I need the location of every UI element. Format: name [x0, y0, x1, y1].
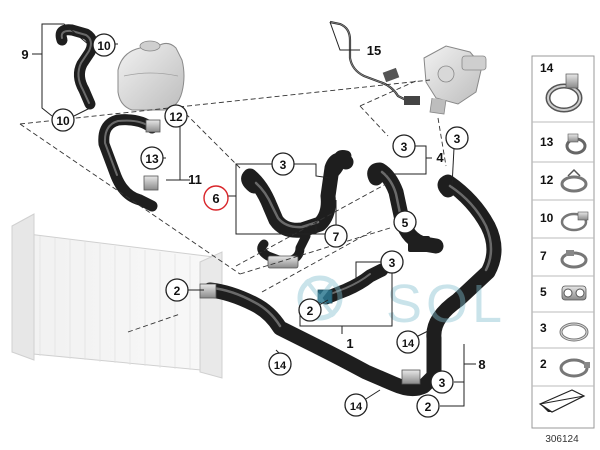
hose-5 — [367, 162, 444, 254]
svg-text:1: 1 — [346, 336, 353, 351]
callout-12[interactable]: 12 — [164, 104, 188, 128]
svg-text:3: 3 — [439, 376, 446, 390]
svg-text:12: 12 — [169, 110, 183, 124]
callout-2-radiator[interactable]: 2 — [165, 278, 189, 302]
svg-text:14: 14 — [540, 61, 554, 75]
svg-text:10: 10 — [56, 114, 70, 128]
svg-text:7: 7 — [333, 230, 340, 244]
panel-item-10[interactable]: 10 — [540, 211, 589, 232]
callout-6-highlight-ring — [203, 185, 229, 211]
callout-3-lower[interactable]: 3 — [430, 370, 454, 394]
band-clamp-small-icon — [559, 358, 590, 378]
hose-lower-main — [199, 282, 440, 397]
hose-6 — [241, 150, 354, 269]
hose-1 — [317, 263, 389, 305]
spring-clamp-icon — [565, 133, 587, 155]
callout-3-thermostat[interactable]: 3 — [445, 126, 469, 150]
svg-text:2: 2 — [307, 304, 314, 318]
wire-clamp-icon — [560, 211, 589, 232]
svg-text:4: 4 — [436, 150, 444, 165]
callout-11[interactable]: 11 — [188, 172, 202, 187]
panel-item-14[interactable]: 14 — [540, 61, 583, 113]
svg-text:2: 2 — [174, 284, 181, 298]
hose-main-right — [426, 174, 502, 388]
svg-text:3: 3 — [540, 321, 547, 335]
parts-panel: 14 13 12 10 — [531, 55, 595, 429]
svg-text:14: 14 — [350, 401, 363, 413]
callout-13[interactable]: 13 — [140, 146, 164, 170]
svg-text:14: 14 — [402, 338, 415, 350]
snap-clamp-icon — [560, 250, 588, 269]
svg-text:14: 14 — [274, 360, 287, 372]
watermark: SOL — [297, 274, 506, 334]
panel-item-13[interactable]: 13 — [540, 133, 587, 155]
callout-5[interactable]: 5 — [393, 210, 417, 234]
svg-text:8: 8 — [478, 357, 485, 372]
svg-text:2: 2 — [540, 357, 547, 371]
callout-8[interactable]: 8 — [478, 357, 485, 372]
callout-3-hose1[interactable]: 3 — [380, 250, 404, 274]
svg-text:3: 3 — [280, 158, 287, 172]
svg-text:13: 13 — [540, 135, 554, 149]
callout-9[interactable]: 9 — [21, 47, 28, 62]
svg-text:6: 6 — [212, 191, 219, 206]
panel-item-3[interactable]: 3 — [540, 321, 589, 342]
svg-text:10: 10 — [540, 211, 554, 225]
sensor-wire — [329, 20, 420, 105]
double-clip-icon — [561, 285, 587, 301]
dashed-outlines — [19, 79, 447, 333]
hose-clamp-large-icon — [545, 73, 583, 113]
diagram-id: 306124 — [545, 434, 579, 445]
callout-1[interactable]: 1 — [346, 336, 353, 351]
callout-6[interactable]: 6 — [203, 185, 229, 211]
callout-3-hose6[interactable]: 3 — [271, 152, 295, 176]
callout-10-bottom[interactable]: 10 — [51, 108, 75, 132]
panel-item-12[interactable]: 12 — [540, 168, 588, 193]
watermark-text: SOL — [386, 274, 506, 334]
callout-2-hose1[interactable]: 2 — [298, 298, 322, 322]
svg-text:10: 10 — [97, 39, 111, 53]
callout-14-right[interactable]: 14 — [396, 330, 420, 354]
svg-text:5: 5 — [540, 285, 547, 299]
svg-text:3: 3 — [401, 140, 408, 154]
callout-10-top[interactable]: 10 — [92, 33, 116, 57]
callout-7[interactable]: 7 — [324, 224, 348, 248]
svg-text:7: 7 — [540, 249, 547, 263]
band-clamp-icon — [559, 322, 589, 342]
svg-text:15: 15 — [367, 43, 381, 58]
callout-4[interactable]: 4 — [436, 150, 444, 165]
expansion-tank — [117, 40, 185, 111]
panel-item-2[interactable]: 2 — [540, 357, 590, 378]
callouts: 9 10 10 12 13 11 15 6 3 — [21, 33, 486, 418]
callout-14-left[interactable]: 14 — [268, 352, 292, 376]
svg-text:3: 3 — [454, 132, 461, 146]
svg-text:13: 13 — [145, 152, 159, 166]
ear-clamp-icon — [560, 168, 588, 193]
hose-bleed-line — [98, 114, 161, 212]
callout-3-hose5[interactable]: 3 — [392, 134, 416, 158]
panel-item-7[interactable]: 7 — [540, 249, 588, 269]
svg-text:5: 5 — [402, 216, 409, 230]
callout-14-bottom[interactable]: 14 — [344, 393, 368, 417]
hose-upper-left — [55, 24, 98, 110]
callout-15[interactable]: 15 — [367, 43, 381, 58]
thermostat-housing — [423, 45, 487, 115]
panel-item-5[interactable]: 5 — [540, 285, 587, 301]
arrow-tool-icon[interactable] — [538, 389, 586, 413]
svg-text:9: 9 — [21, 47, 28, 62]
callout-2-lower[interactable]: 2 — [416, 394, 440, 418]
svg-text:3: 3 — [389, 256, 396, 270]
svg-text:2: 2 — [425, 400, 432, 414]
svg-text:12: 12 — [540, 173, 554, 187]
radiator — [11, 213, 223, 379]
svg-text:11: 11 — [188, 172, 202, 187]
